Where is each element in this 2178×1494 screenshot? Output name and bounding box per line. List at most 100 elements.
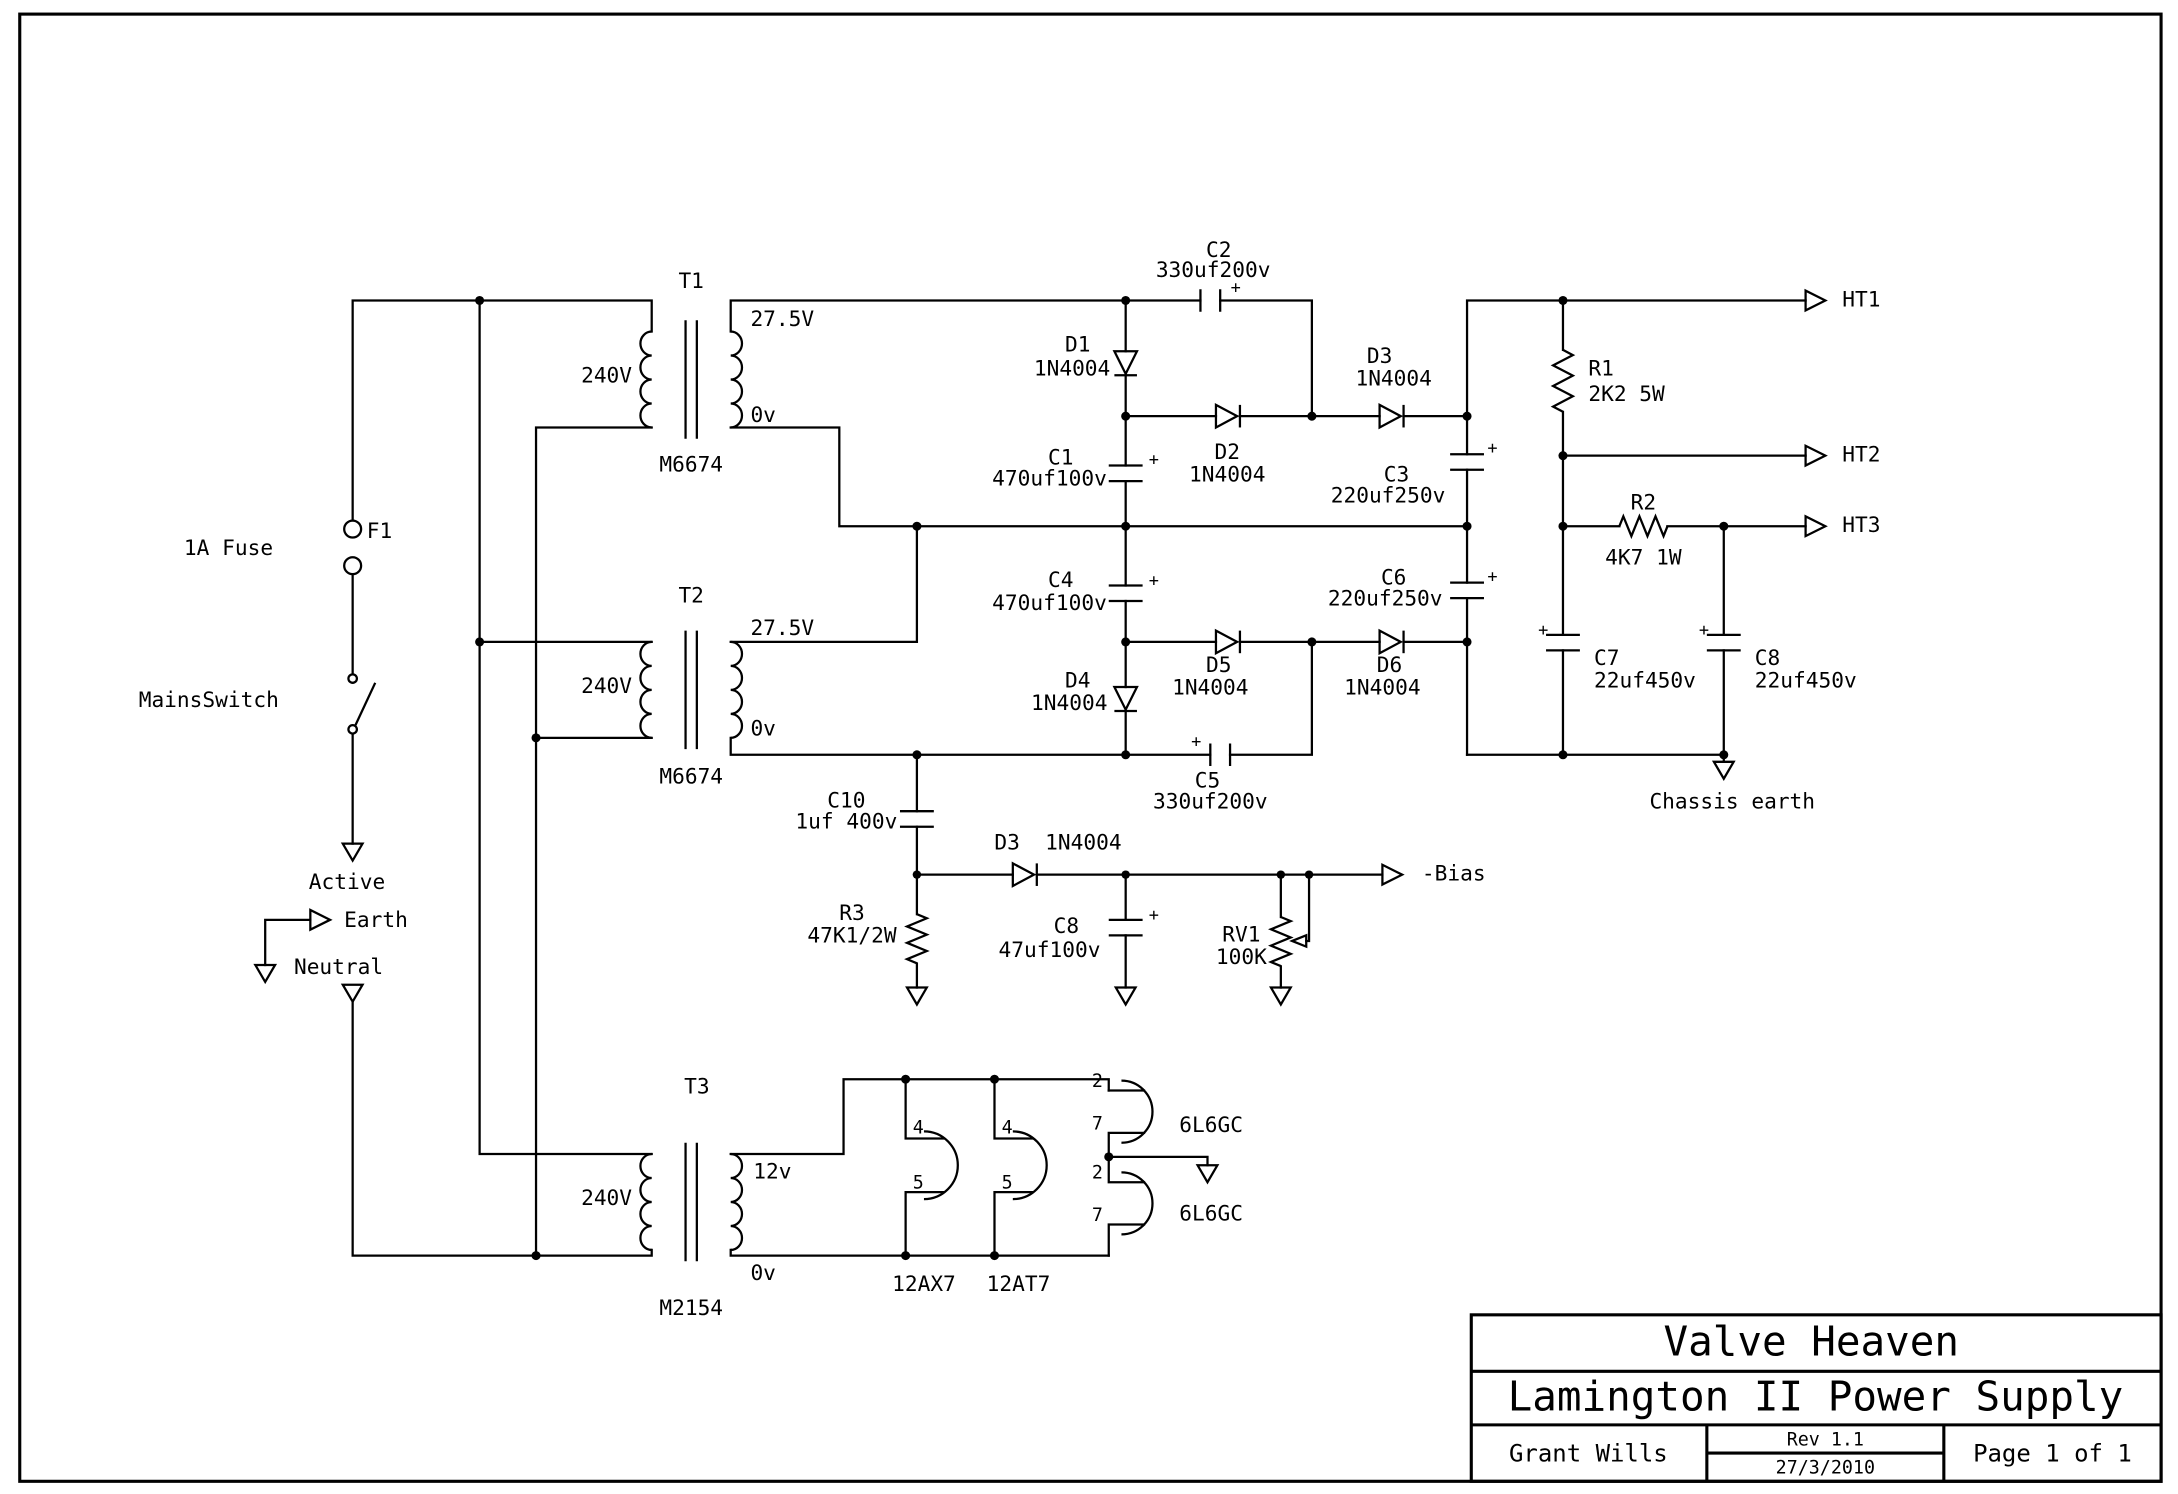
bias-arrow-icon xyxy=(1381,862,1405,887)
ground-icon xyxy=(1113,986,1138,1007)
d6-ref-label: D6 xyxy=(1377,652,1402,677)
diode-labels: D1 1N4004 D2 1N4004 D3 1N4004 D4 1N4004 … xyxy=(994,332,1431,855)
ht2-arrow-icon xyxy=(1804,443,1828,468)
c3-plus-icon: + xyxy=(1487,438,1497,458)
date-label: 27/3/2010 xyxy=(1776,1458,1875,1479)
c5-ref-label: C5 xyxy=(1195,768,1220,793)
c4-plus-icon: + xyxy=(1149,570,1159,590)
d3-part-label: 1N4004 xyxy=(1355,365,1431,390)
tube-12at7-icon xyxy=(1012,1130,1048,1201)
fuse-icon xyxy=(343,519,363,539)
t1-core-icon xyxy=(684,320,698,439)
fuse-value-label: 1A Fuse xyxy=(184,535,273,560)
ht3-label: HT3 xyxy=(1842,512,1880,537)
d2-part-label: 1N4004 xyxy=(1189,461,1265,486)
ground-icon xyxy=(253,963,278,985)
c7-value-label: 22uf450v xyxy=(1594,667,1696,692)
t2-ref-label: T2 xyxy=(678,583,703,608)
page-label: Page 1 of 1 xyxy=(1973,1439,2132,1467)
d1-ref-label: D1 xyxy=(1065,332,1090,357)
schematic-border xyxy=(18,12,2163,1483)
earth-label: Earth xyxy=(344,907,408,932)
earth-terminal-icon xyxy=(309,908,333,932)
t3-sec-top-label: 12v xyxy=(753,1158,791,1183)
c2-plus-icon: + xyxy=(1231,277,1241,297)
c8-value-label: 22uf450v xyxy=(1755,667,1857,692)
c4-ref-label: C4 xyxy=(1048,567,1073,592)
ht1-label: HT1 xyxy=(1842,286,1880,311)
resistor-r2-icon xyxy=(1618,513,1669,540)
output-labels: HT1 HT2 HT3 -Bias Chassis earth xyxy=(1422,286,1881,885)
mains-wiring xyxy=(253,299,653,1257)
t2-core-icon xyxy=(684,630,698,750)
transformer-t2 xyxy=(639,630,744,750)
c2-ref-label: C2 xyxy=(1206,237,1231,262)
ht2-label: HT2 xyxy=(1842,442,1880,467)
capacitor-labels: C2 330uf200v C1 470uf100v C3 220uf250v C… xyxy=(795,237,1856,962)
d6-part-label: 1N4004 xyxy=(1344,674,1420,699)
c10-value-label: 1uf 400v xyxy=(795,808,897,833)
c8-plus-icon: + xyxy=(1699,620,1709,640)
rv1-wiper-arrow-icon xyxy=(1289,933,1308,949)
active-terminal-icon xyxy=(340,842,365,863)
c8-bias-ref-label: C8 xyxy=(1054,913,1079,938)
resistor-r3-icon xyxy=(904,913,930,965)
title-block: Valve Heaven Lamington II Power Supply G… xyxy=(1469,1313,2163,1483)
v3-pin-top-label: 2 xyxy=(1092,1071,1103,1092)
d5-ref-label: D5 xyxy=(1206,652,1231,677)
t2-sec-top-label: 27.5V xyxy=(750,615,814,640)
c3-value-label: 220uf250v xyxy=(1331,483,1446,508)
revision-label: Rev 1.1 xyxy=(1787,1429,1864,1450)
diode-d6-icon xyxy=(1378,628,1404,656)
mains-switch-icon xyxy=(347,673,359,684)
neutral-terminal-icon xyxy=(340,983,365,1004)
c7-plus-icon: + xyxy=(1538,620,1548,640)
active-label: Active xyxy=(309,869,385,894)
t1-primary-coil-icon xyxy=(639,330,652,429)
transformer-labels: T1 240V 27.5V 0v M6674 T2 240V 27.5V 0v … xyxy=(581,268,814,1320)
t3-primary-coil-icon xyxy=(639,1152,652,1252)
r1-ref-label: R1 xyxy=(1588,356,1613,381)
company-name: Valve Heaven xyxy=(1663,1317,1959,1365)
v3-pin-bottom-label: 7 xyxy=(1092,1113,1103,1134)
t1-secondary-coil-icon xyxy=(730,330,744,429)
c4-value-label: 470uf100v xyxy=(992,590,1107,615)
d4-ref-label: D4 xyxy=(1065,667,1090,692)
filter-section xyxy=(1465,299,1828,781)
d3-ref-label: D3 xyxy=(1367,343,1392,368)
ht3-arrow-icon xyxy=(1804,514,1828,538)
t2-part-label: M6674 xyxy=(659,763,723,788)
neutral-label: Neutral xyxy=(294,954,383,979)
c3-ref-label: C3 xyxy=(1384,461,1409,486)
polarity-marks: + + + + + + + + + xyxy=(1149,277,1709,925)
t2-primary-coil-icon xyxy=(639,640,652,739)
t2-secondary-coil-icon xyxy=(730,640,744,739)
v2-pin-top-label: 4 xyxy=(1002,1118,1013,1139)
c7-ref-label: C7 xyxy=(1594,645,1619,670)
potentiometer-rv1-icon xyxy=(1268,915,1294,968)
author-name: Grant Wills xyxy=(1509,1439,1668,1467)
transformer-t1 xyxy=(639,320,744,439)
tube-12ax7-icon xyxy=(923,1130,959,1201)
t2-primary-label: 240V xyxy=(581,673,632,698)
t2-sec-bottom-label: 0v xyxy=(750,715,775,740)
c2-value-label: 330uf200v xyxy=(1156,257,1271,282)
t1-sec-bottom-label: 0v xyxy=(750,402,775,427)
cap-c10-icon xyxy=(899,810,934,828)
v2-pin-bottom-label: 5 xyxy=(1002,1173,1013,1194)
cap-c5-icon xyxy=(1209,743,1232,767)
c8-bias-value-label: 47uf100v xyxy=(999,937,1101,962)
cap-c3-icon xyxy=(1450,453,1484,471)
d3-bias-part-label: 1N4004 xyxy=(1045,830,1121,855)
fuse-icon xyxy=(343,556,363,576)
resistor-r1-icon xyxy=(1550,348,1576,413)
diode-d3-bias-icon xyxy=(1011,861,1037,888)
v4-pin-top-label: 2 xyxy=(1092,1163,1103,1184)
c6-ref-label: C6 xyxy=(1381,564,1406,589)
diode-d3-icon xyxy=(1378,403,1404,430)
cap-c4-icon xyxy=(1108,584,1143,603)
c1-plus-icon: + xyxy=(1149,449,1159,469)
fuse-ref-label: F1 xyxy=(367,518,392,543)
